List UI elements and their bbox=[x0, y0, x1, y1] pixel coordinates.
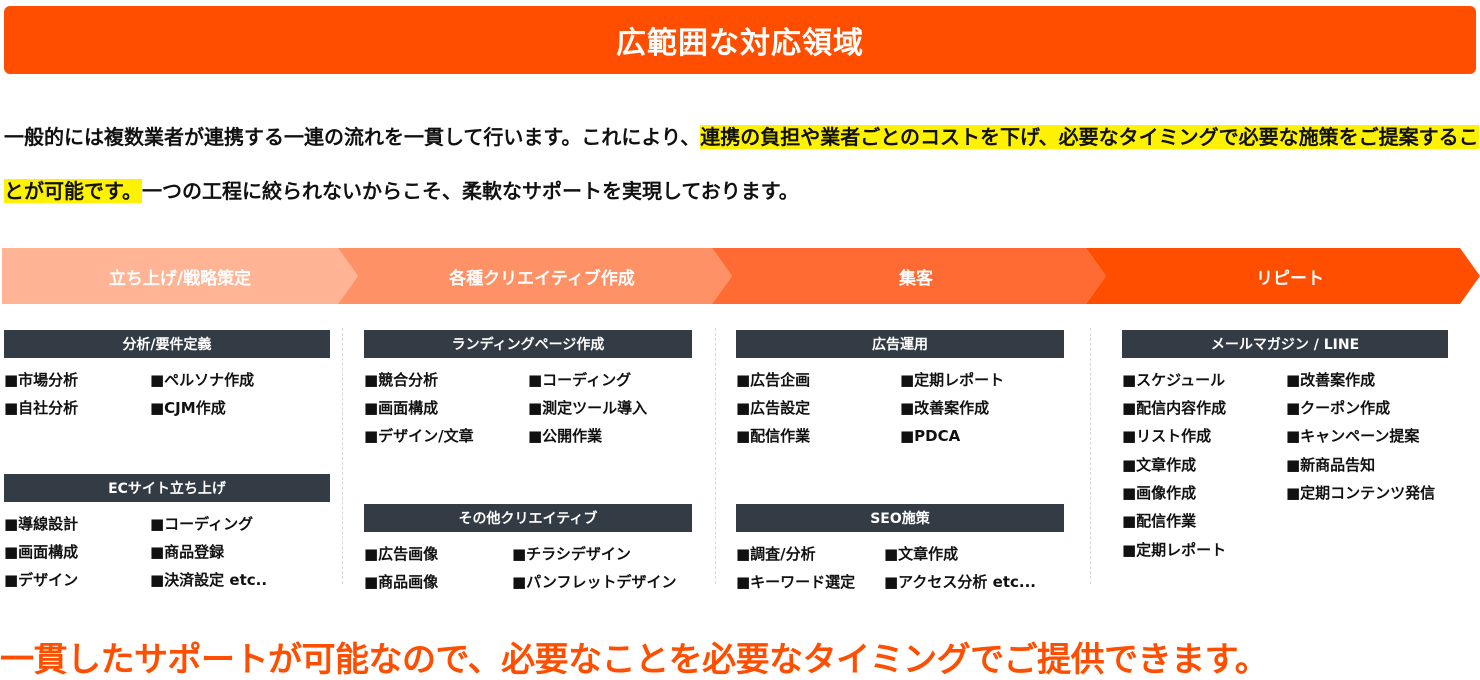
category-header: その他クリエイティブ bbox=[364, 504, 692, 532]
item-list: ■競合分析 ■画面構成 ■デザイン/文章 ■コーディング ■測定ツール導入 ■公… bbox=[364, 370, 692, 456]
list-item: ■文章作成 bbox=[1122, 456, 1197, 474]
step-creative: 各種クリエイティブ作成 bbox=[338, 248, 732, 304]
step-launch-strategy: 立ち上げ/戦略策定 bbox=[2, 248, 358, 304]
list-item: ■クーポン作成 bbox=[1286, 399, 1391, 417]
section-banner: 広範囲な対応領域 bbox=[4, 6, 1476, 74]
list-item: ■広告画像 bbox=[364, 545, 439, 563]
list-item: ■改善案作成 bbox=[1286, 371, 1376, 389]
column-divider bbox=[715, 328, 716, 584]
list-item: ■決済設定 etc.. bbox=[150, 571, 268, 589]
category-header: 分析/要件定義 bbox=[4, 330, 330, 358]
intro-part-1: 一般的には複数業者が連携する一連の流れを一貫して行います。これにより、 bbox=[4, 125, 701, 149]
step-acquisition: 集客 bbox=[712, 248, 1106, 304]
category-header: SEO施策 bbox=[736, 504, 1064, 532]
intro-text: 一般的には複数業者が連携する一連の流れを一貫して行います。これにより、連携の負担… bbox=[4, 110, 1480, 218]
list-item: ■定期レポート bbox=[1122, 541, 1227, 559]
process-steps: 立ち上げ/戦略策定 各種クリエイティブ作成 集客 リピート bbox=[2, 248, 1480, 304]
column-creative: ランディングページ作成 ■競合分析 ■画面構成 ■デザイン/文章 ■コーディング… bbox=[364, 330, 692, 591]
step-label: 各種クリエイティブ作成 bbox=[449, 268, 635, 289]
list-item: ■新商品告知 bbox=[1286, 456, 1376, 474]
category-header: 広告運用 bbox=[736, 330, 1064, 358]
list-item: ■リスト作成 bbox=[1122, 427, 1212, 445]
list-item: ■測定ツール導入 bbox=[528, 399, 648, 417]
list-item: ■デザイン/文章 bbox=[364, 427, 474, 445]
category-header: ECサイト立ち上げ bbox=[4, 474, 330, 502]
section-title: 広範囲な対応領域 bbox=[616, 26, 864, 61]
list-item: ■広告設定 bbox=[736, 399, 811, 417]
list-item: ■CJM作成 bbox=[150, 399, 226, 417]
closing-tagline: 一貫したサポートが可能なので、必要なことを必要なタイミングでご提供できます。 bbox=[0, 640, 1269, 680]
list-item: ■キーワード選定 bbox=[736, 573, 856, 591]
item-list: ■広告企画 ■広告設定 ■配信作業 ■定期レポート ■改善案作成 ■PDCA bbox=[736, 370, 1064, 456]
category-header: メールマガジン / LINE bbox=[1122, 330, 1448, 358]
step-label: リピート bbox=[1256, 268, 1324, 289]
list-item: ■改善案作成 bbox=[900, 399, 990, 417]
list-item: ■デザイン bbox=[4, 571, 79, 589]
intro-part-2: 一つの工程に絞られないからこそ、柔軟なサポートを実現しております。 bbox=[142, 179, 799, 203]
list-item: ■配信内容作成 bbox=[1122, 399, 1227, 417]
list-item: ■コーディング bbox=[528, 371, 632, 389]
list-item: ■導線設計 bbox=[4, 515, 79, 533]
list-item: ■広告企画 bbox=[736, 371, 811, 389]
list-item: ■定期レポート bbox=[900, 371, 1005, 389]
list-item: ■画面構成 bbox=[364, 399, 439, 417]
list-item: ■画面構成 bbox=[4, 543, 79, 561]
column-repeat: メールマガジン / LINE ■スケジュール ■配信内容作成 ■リスト作成 ■文… bbox=[1122, 330, 1448, 559]
column-divider bbox=[1090, 328, 1091, 584]
list-item: ■画像作成 bbox=[1122, 484, 1197, 502]
list-item: ■パンフレットデザイン bbox=[512, 573, 677, 591]
list-item: ■競合分析 bbox=[364, 371, 439, 389]
list-item: ■市場分析 bbox=[4, 371, 79, 389]
column-acquisition: 広告運用 ■広告企画 ■広告設定 ■配信作業 ■定期レポート ■改善案作成 ■P… bbox=[736, 330, 1064, 591]
list-item: ■スケジュール bbox=[1122, 371, 1226, 389]
list-item: ■キャンペーン提案 bbox=[1286, 427, 1420, 445]
column-launch: 分析/要件定義 ■市場分析 ■自社分析 ■ペルソナ作成 ■CJM作成 ECサイト… bbox=[4, 330, 330, 589]
list-item: ■配信作業 bbox=[736, 427, 811, 445]
list-item: ■調査/分析 bbox=[736, 545, 816, 563]
item-list: ■市場分析 ■自社分析 ■ペルソナ作成 ■CJM作成 bbox=[4, 370, 330, 428]
step-label: 集客 bbox=[899, 268, 933, 289]
list-item: ■PDCA bbox=[900, 427, 961, 445]
category-header: ランディングページ作成 bbox=[364, 330, 692, 358]
list-item: ■コーディング bbox=[150, 515, 254, 533]
list-item: ■配信作業 bbox=[1122, 512, 1197, 530]
column-divider bbox=[342, 328, 343, 584]
list-item: ■チラシデザイン bbox=[512, 545, 631, 563]
list-item: ■定期コンテンツ発信 bbox=[1286, 484, 1436, 502]
step-label: 立ち上げ/戦略策定 bbox=[108, 268, 252, 289]
list-item: ■アクセス分析 etc... bbox=[884, 573, 1036, 591]
list-item: ■商品登録 bbox=[150, 543, 225, 561]
list-item: ■公開作業 bbox=[528, 427, 603, 445]
list-item: ■自社分析 bbox=[4, 399, 79, 417]
step-repeat: リピート bbox=[1086, 248, 1480, 304]
list-item: ■ペルソナ作成 bbox=[150, 371, 255, 389]
list-item: ■文章作成 bbox=[884, 545, 959, 563]
list-item: ■商品画像 bbox=[364, 573, 439, 591]
